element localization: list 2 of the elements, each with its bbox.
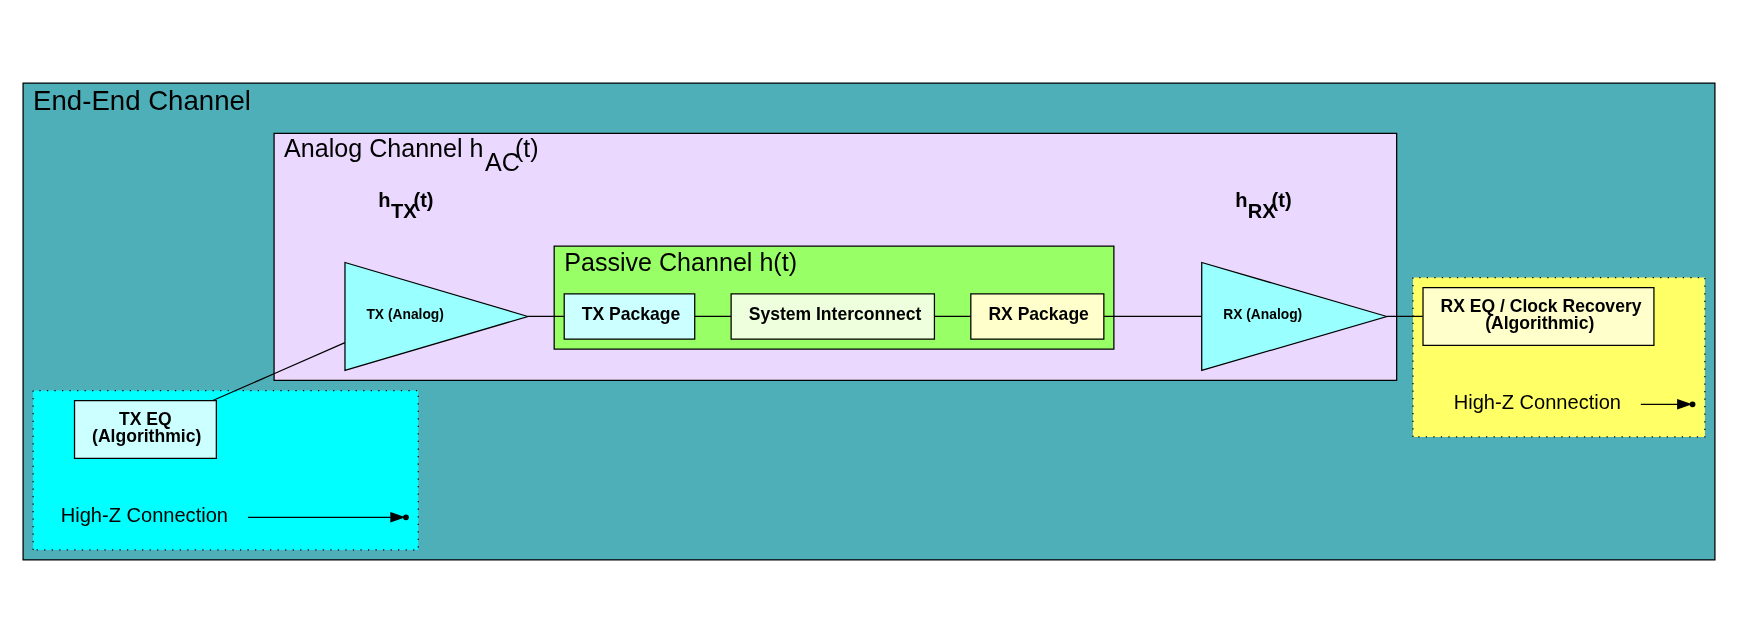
node-text: High-Z Connection bbox=[60, 503, 229, 526]
node-text: High-Z Connection bbox=[1453, 390, 1622, 413]
